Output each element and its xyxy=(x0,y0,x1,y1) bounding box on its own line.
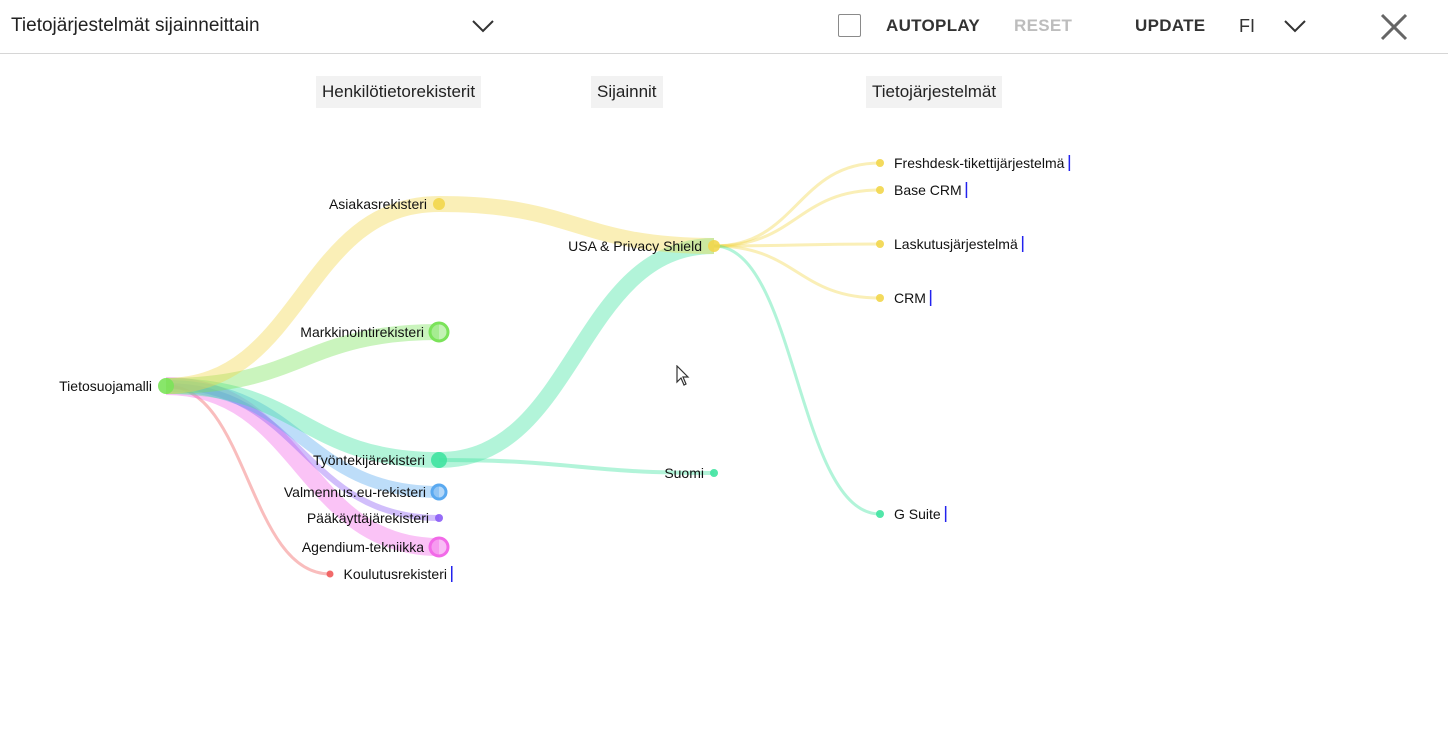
node-usa-label: USA & Privacy Shield xyxy=(568,238,702,254)
column-header-registers: Henkilötietorekisterit xyxy=(316,76,482,108)
node-tyontekija[interactable]: Työntekijärekisteri xyxy=(313,452,447,468)
node-usa-circle[interactable] xyxy=(708,240,720,252)
update-button[interactable]: UPDATE xyxy=(1135,16,1206,35)
close-icon[interactable] xyxy=(1378,11,1410,43)
node-asiakas-circle[interactable] xyxy=(433,198,445,210)
chevron-down-icon[interactable] xyxy=(1282,14,1308,38)
node-agendium-circle[interactable] xyxy=(428,536,450,558)
node-freshdesk-marker xyxy=(1068,155,1071,171)
node-gsuite[interactable]: G Suite xyxy=(876,506,947,522)
node-basecrm-circle[interactable] xyxy=(876,186,884,194)
node-laskutus[interactable]: Laskutusjärjestelmä xyxy=(876,236,1024,252)
node-root[interactable]: Tietosuojamalli xyxy=(59,378,174,394)
node-crm[interactable]: CRM xyxy=(876,290,932,306)
chevron-down-icon[interactable] xyxy=(470,14,496,38)
node-agendium-label: Agendium-tekniikka xyxy=(302,539,424,555)
node-root-label: Tietosuojamalli xyxy=(59,378,152,394)
node-paakayttaja-label: Pääkäyttäjärekisteri xyxy=(307,510,429,526)
node-valmennus-circle[interactable] xyxy=(430,483,448,501)
link-root-koulutus xyxy=(165,384,331,576)
node-tyontekija-circle[interactable] xyxy=(431,452,447,468)
link-usa-gsuite xyxy=(713,244,881,516)
node-freshdesk-circle[interactable] xyxy=(876,159,884,167)
node-markkinointi-label: Markkinointirekisteri xyxy=(300,324,424,340)
node-tyontekija-label: Työntekijärekisteri xyxy=(313,452,425,468)
node-laskutus-marker xyxy=(1021,236,1024,252)
link-root-agendium xyxy=(165,377,440,556)
node-crm-circle[interactable] xyxy=(876,294,884,302)
node-koulutus[interactable]: Koulutusrekisteri xyxy=(326,566,453,582)
link-usa-crm xyxy=(713,244,881,300)
node-basecrm-marker xyxy=(965,182,968,198)
node-freshdesk-label: Freshdesk-tikettijärjestelmä xyxy=(894,155,1065,171)
node-basecrm[interactable]: Base CRM xyxy=(876,182,968,198)
node-gsuite-label: G Suite xyxy=(894,506,941,522)
link-asiakas-usa xyxy=(438,196,715,254)
view-select[interactable]: Tietojärjestelmät sijainneittain xyxy=(11,15,260,36)
node-valmennus-label: Valmennus.eu-rekisteri xyxy=(284,484,426,500)
node-gsuite-circle[interactable] xyxy=(876,510,884,518)
link-usa-laskutus xyxy=(713,242,881,248)
node-freshdesk[interactable]: Freshdesk-tikettijärjestelmä xyxy=(876,155,1071,171)
link-root-tyontekija xyxy=(165,378,440,468)
node-crm-label: CRM xyxy=(894,290,926,306)
link-tyontekija-usa xyxy=(438,238,715,468)
link-usa-freshdesk xyxy=(713,161,881,248)
node-laskutus-circle[interactable] xyxy=(876,240,884,248)
link-root-asiakas xyxy=(165,196,440,394)
node-markkinointi-circle[interactable] xyxy=(428,321,450,343)
link-usa-basecrm xyxy=(713,188,881,248)
node-crm-marker xyxy=(929,290,932,306)
node-usa[interactable]: USA & Privacy Shield xyxy=(568,238,720,254)
node-suomi[interactable]: Suomi xyxy=(664,465,718,481)
language-select[interactable]: FI xyxy=(1239,16,1255,36)
mouse-cursor-icon xyxy=(676,365,690,386)
column-header-locations: Sijainnit xyxy=(591,76,663,108)
reset-button[interactable]: RESET xyxy=(1014,16,1073,35)
node-gsuite-marker xyxy=(944,506,947,522)
node-asiakas[interactable]: Asiakasrekisteri xyxy=(329,196,445,212)
diagram-links xyxy=(165,161,881,576)
node-asiakas-label: Asiakasrekisteri xyxy=(329,196,427,212)
autoplay-checkbox[interactable] xyxy=(838,14,861,37)
node-agendium[interactable]: Agendium-tekniikka xyxy=(302,536,450,558)
link-tyontekija-suomi xyxy=(438,458,715,475)
node-suomi-circle[interactable] xyxy=(710,469,718,477)
node-suomi-label: Suomi xyxy=(664,465,704,481)
node-koulutus-label: Koulutusrekisteri xyxy=(344,566,448,582)
link-root-paakayttaja xyxy=(165,383,440,521)
node-markkinointi[interactable]: Markkinointirekisteri xyxy=(300,321,450,343)
link-root-markkinointi xyxy=(165,324,440,394)
node-root-circle[interactable] xyxy=(158,378,174,394)
node-valmennus[interactable]: Valmennus.eu-rekisteri xyxy=(284,483,448,501)
node-koulutus-marker xyxy=(451,566,453,582)
link-root-valmennus xyxy=(165,380,440,498)
node-paakayttaja[interactable]: Pääkäyttäjärekisteri xyxy=(307,510,443,526)
node-koulutus-circle[interactable] xyxy=(326,570,334,578)
column-header-systems: Tietojärjestelmät xyxy=(866,76,1003,108)
node-paakayttaja-circle[interactable] xyxy=(435,514,443,522)
node-basecrm-label: Base CRM xyxy=(894,182,962,198)
diagram-nodes: Tietosuojamalli AsiakasrekisteriMarkkinoi… xyxy=(59,155,1071,582)
top-toolbar: Tietojärjestelmät sijainneittain AUTOPLA… xyxy=(0,0,1448,54)
autoplay-button[interactable]: AUTOPLAY xyxy=(886,16,981,35)
node-laskutus-label: Laskutusjärjestelmä xyxy=(894,236,1018,252)
